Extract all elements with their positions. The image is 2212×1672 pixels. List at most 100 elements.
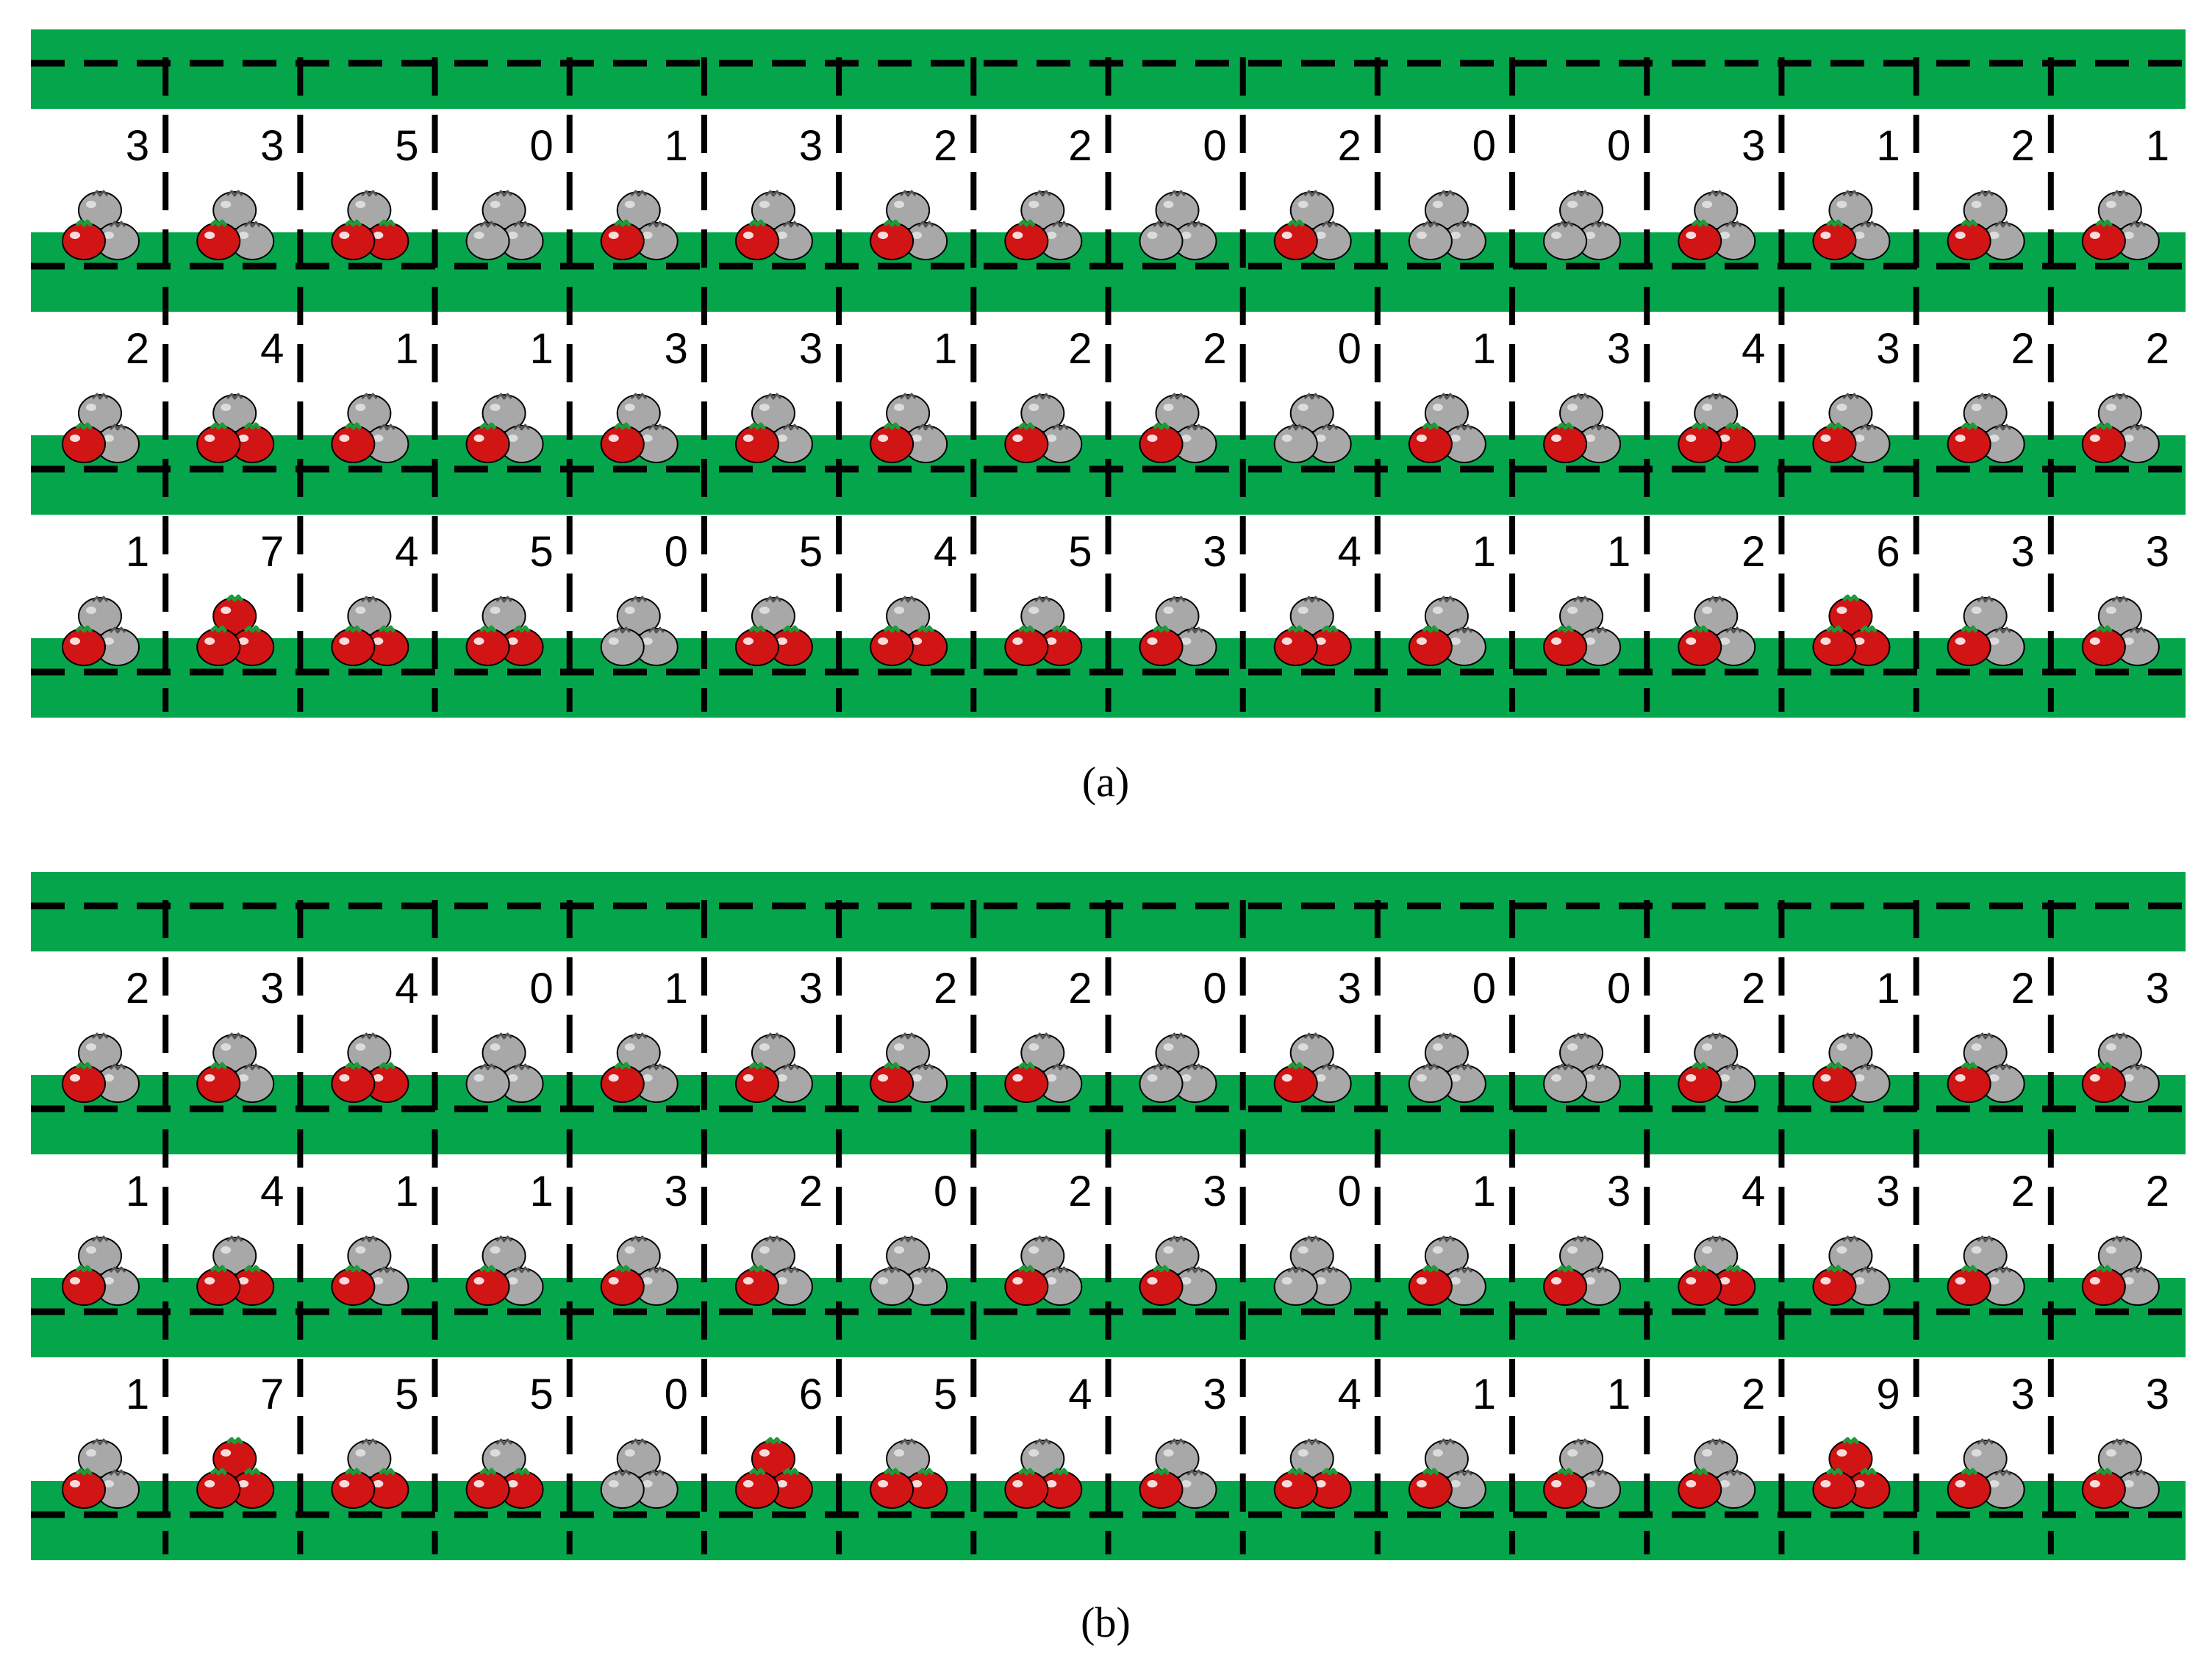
tomato-count: 0 [1338,1168,1361,1215]
tomato-cluster-icon [197,596,273,665]
tomato-cluster-icon [1948,596,2026,665]
tomato-count: 5 [395,122,418,170]
field-cell: 0 [1273,1168,1361,1307]
tomato-cluster-icon [1948,1235,2026,1305]
tomato-count: 4 [934,528,957,576]
unripe-tomato-icon [1542,221,1588,261]
tomato-count: 2 [1068,965,1092,1012]
field-cell: 1 [467,325,554,462]
unripe-tomato-icon [600,626,645,667]
tomato-cluster-icon [870,190,948,260]
tomato-cluster-icon [2083,1438,2161,1508]
tomato-count: 3 [2146,965,2169,1012]
field-cell: 1 [332,1168,419,1305]
tomato-cluster-icon [465,1032,545,1104]
tomato-count: 0 [1203,965,1226,1012]
tomato-count: 1 [126,1371,149,1418]
field-cell: 2 [1678,528,1765,665]
tomato-count: 4 [395,528,418,576]
field-cell: 2 [1005,965,1092,1102]
unripe-tomato-icon [1542,1063,1588,1104]
tomato-cluster-icon [1948,1032,2026,1102]
tomato-cluster-icon [1275,190,1353,260]
tomato-count: 0 [529,965,553,1012]
tomato-cluster-icon [332,190,408,260]
field-cell: 4 [1275,1371,1361,1508]
tomato-cluster-icon [1140,1235,1217,1305]
unripe-tomato-icon [1139,221,1184,261]
tomato-count: 1 [1472,1371,1496,1418]
tomato-cluster-icon [1275,596,1351,665]
tomato-cluster-icon [1813,1032,1891,1102]
tomato-count: 2 [799,1168,823,1215]
tomato-cluster-icon [736,596,812,665]
tomato-cluster-icon [467,596,543,665]
field-cell: 4 [197,1168,284,1305]
tomato-count: 0 [1338,325,1361,373]
tomato-count: 3 [799,122,823,170]
field-cell: 2 [736,1168,823,1305]
field-cell: 1 [1409,528,1496,665]
tomato-count: 3 [260,965,284,1012]
tomato-cluster-icon [601,1235,679,1305]
tomato-cluster-icon [1408,190,1487,261]
tomato-count: 2 [1742,528,1765,576]
tomato-cluster-icon [62,190,140,260]
tomato-cluster-icon [197,1235,273,1305]
field-cell: 7 [197,1371,284,1508]
tomato-count: 3 [2146,528,2169,576]
tomato-count: 2 [2146,325,2169,373]
field-cell: 3 [1948,528,2035,665]
field-cell: 2 [1005,1168,1092,1305]
field-cell: 3 [1948,1371,2035,1508]
tomato-count: 4 [1742,325,1765,373]
tomato-count: 6 [1876,528,1900,576]
tomato-count: 2 [934,122,957,170]
tomato-count: 3 [799,325,823,373]
field-cell: 1 [62,1168,149,1305]
unripe-tomato-icon [600,1469,645,1510]
tomato-cluster-icon [1005,393,1083,462]
tomato-count: 3 [799,965,823,1012]
tomato-count: 3 [1876,1168,1900,1215]
tomato-cluster-icon [1542,1032,1622,1104]
field-cell: 4 [197,325,284,462]
field-cell: 3 [736,122,823,260]
tomato-count: 5 [934,1371,957,1418]
tomato-count: 4 [395,965,418,1012]
tomato-cluster-icon [62,393,140,462]
field-cell: 0 [465,965,554,1104]
field-cell: 0 [1139,965,1227,1104]
field-cell: 2 [1948,1168,2035,1305]
field-cell: 3 [1678,122,1765,260]
field-cell: 1 [62,528,149,665]
tomato-count: 1 [126,528,149,576]
tomato-count: 6 [799,1371,823,1418]
tomato-cluster-icon [62,1438,140,1508]
field-cell: 7 [197,528,284,665]
tomato-count: 0 [1607,122,1631,170]
field-cell: 9 [1813,1371,1900,1508]
tomato-count: 4 [1068,1371,1092,1418]
field-cell: 6 [1813,528,1900,665]
tomato-cluster-icon [1948,393,2026,462]
panel-a-caption: (a) [1082,758,1129,806]
field-cell: 6 [736,1371,823,1508]
field-cell: 1 [1544,528,1631,665]
field-cell: 1 [1409,325,1496,462]
field-cell: 1 [332,325,419,462]
field-cell: 0 [1408,122,1496,261]
field-cell: 3 [197,965,284,1102]
field-cell: 4 [1275,528,1361,665]
tomato-cluster-icon [1948,190,2026,260]
tomato-count: 3 [2146,1371,2169,1418]
tomato-count: 7 [260,1371,284,1418]
tomato-cluster-icon [62,1235,140,1305]
tomato-count: 4 [260,1168,284,1215]
field-cell: 0 [600,528,688,667]
field-cell: 3 [1140,1168,1227,1305]
tomato-cluster-icon [1140,393,1217,462]
tomato-cluster-icon [197,393,273,462]
field-cell: 2 [1948,325,2035,462]
tomato-cluster-icon [1275,1438,1351,1508]
